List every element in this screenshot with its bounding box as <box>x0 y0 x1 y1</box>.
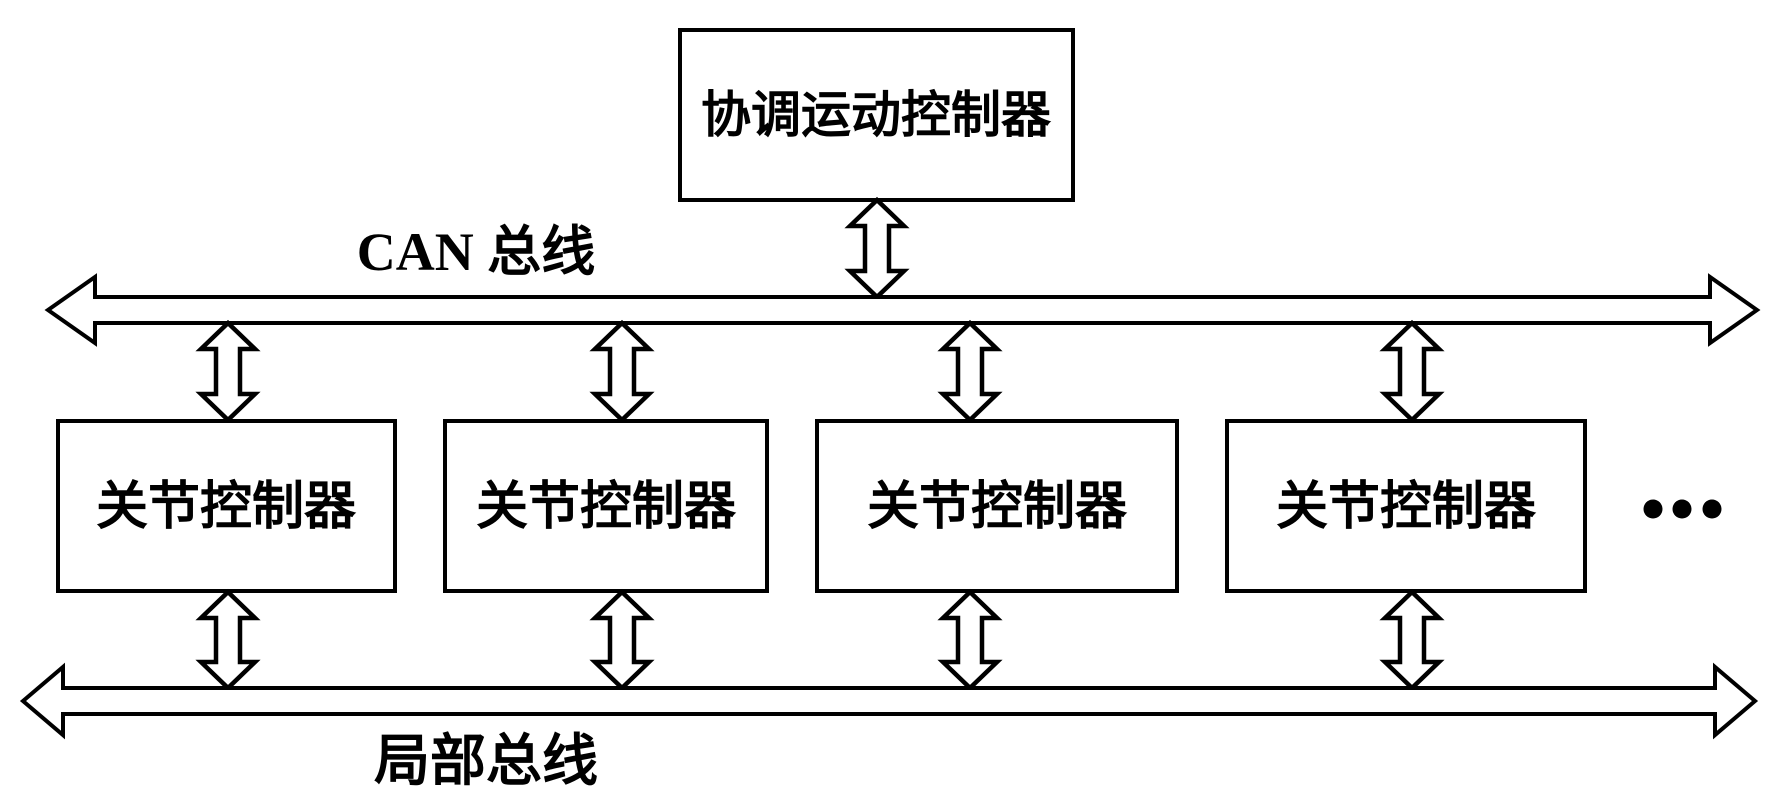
joint-controller-node-4: 关节控制器 <box>1225 419 1587 593</box>
joint-controller-box-4 <box>1225 419 1587 593</box>
can-bus: CAN 总线 <box>44 222 1761 347</box>
ellipsis-dot-2 <box>1672 499 1692 519</box>
joint-controller-label-3: 关节控制器 <box>867 478 1128 536</box>
joint-controller-box-2 <box>443 419 769 593</box>
joint-controller-label-1: 关节控制器 <box>96 478 357 536</box>
local-bus: 局部总线 <box>19 662 1759 793</box>
local-bus-double-arrow-icon <box>19 662 1759 740</box>
double-arrow-joint1-local-icon <box>195 588 261 692</box>
double-arrow-joint2-local-icon <box>589 588 655 692</box>
coordinated-motion-controller-label: 协调运动控制器 <box>701 87 1052 143</box>
coordinated-motion-controller-box <box>678 28 1075 202</box>
can-bus-label: CAN 总线 <box>357 222 596 282</box>
joint-controller-label-4: 关节控制器 <box>1276 478 1537 536</box>
double-arrow-can-joint2-icon <box>589 319 655 424</box>
joint-controller-node-1: 关节控制器 <box>56 419 397 593</box>
double-arrow-joint3-local-icon <box>937 588 1003 692</box>
joint-controller-node-3: 关节控制器 <box>815 419 1179 593</box>
joint-controller-box-1 <box>56 419 397 593</box>
ellipsis-dot-3 <box>1702 499 1722 519</box>
double-arrow-can-joint4-icon <box>1379 319 1445 424</box>
double-arrow-coordinator-can-icon <box>844 196 910 301</box>
double-arrow-joint4-local-icon <box>1379 588 1445 692</box>
can-bus-double-arrow-icon <box>44 273 1761 347</box>
local-bus-label: 局部总线 <box>374 731 598 793</box>
double-arrow-can-joint3-icon <box>937 319 1003 424</box>
double-arrow-can-joint1-icon <box>195 319 261 424</box>
ellipsis-dot-1 <box>1643 499 1663 519</box>
joint-controller-label-2: 关节控制器 <box>476 478 737 536</box>
joint-controller-node-2: 关节控制器 <box>443 419 769 593</box>
ellipsis-dots-icon <box>1643 499 1722 519</box>
joint-controller-box-3 <box>815 419 1179 593</box>
coordinated-motion-controller-node: 协调运动控制器 <box>678 28 1075 202</box>
